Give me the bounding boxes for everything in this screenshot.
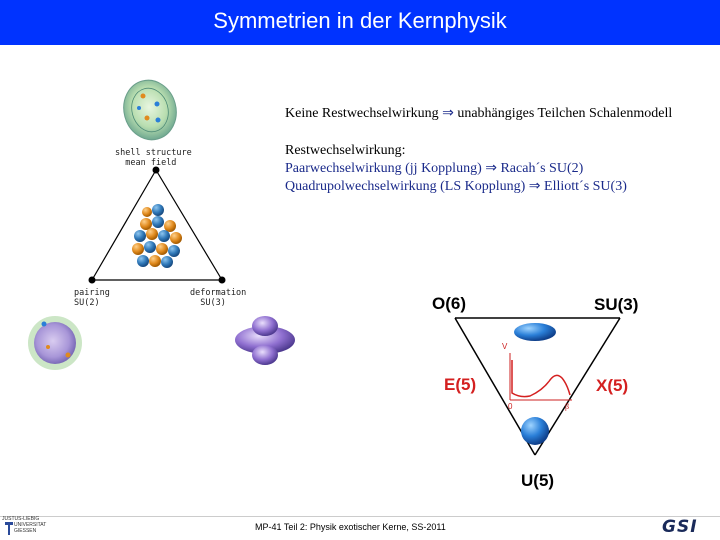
footer-divider	[0, 516, 720, 517]
pairing-label: pairing SU(2)	[74, 288, 110, 308]
potential-axis-beta-label: β	[565, 402, 570, 411]
line-no-residual-interaction: Keine Restwechselwirkung ⇒ unabhängiges …	[285, 106, 673, 121]
university-logo: JUSTUS-LIEBIG UNIVERSITAT GIESSEN	[2, 516, 47, 534]
su3-label: SU(3)	[594, 295, 639, 314]
arrow-icon: ⇒	[442, 106, 454, 121]
footer-text: MP-41 Teil 2: Physik exotischer Kerne, S…	[255, 522, 446, 532]
shell-structure-atom-image	[123, 79, 177, 141]
nucleus-image	[132, 204, 182, 268]
title-bar: Symmetrien in der Kernphysik	[0, 0, 720, 45]
line-residual-interaction: Restwechselwirkung:	[285, 143, 406, 158]
university-emblem-icon	[5, 522, 13, 535]
potential-axis-v-label: V	[502, 342, 508, 351]
potential-axis-zero-label: 0	[508, 402, 513, 411]
shell-structure-label: shell structure mean field	[115, 148, 192, 168]
deformation-label: deformation SU(3)	[190, 288, 247, 308]
arrow-icon: ⇒	[528, 179, 541, 194]
gsi-logo: GSI	[662, 517, 698, 537]
potential-curve-plot	[509, 353, 572, 401]
e5-label: E(5)	[444, 375, 477, 394]
pairing-atom-image	[28, 316, 82, 370]
ibm-triangle	[454, 317, 621, 456]
u5-label: U(5)	[521, 471, 555, 490]
slide-title: Symmetrien in der Kernphysik	[213, 8, 507, 33]
deformation-shape-image	[235, 316, 295, 365]
line-quadrupole: Quadrupolwechselwirkung (LS Kopplung) ⇒ …	[285, 179, 627, 194]
line-pairing: Paarwechselwirkung (jj Kopplung) ⇒ Racah…	[285, 161, 584, 176]
arrow-icon: ⇒	[485, 161, 497, 176]
o6-label: O(6)	[432, 294, 466, 313]
symmetry-triangle	[88, 166, 226, 284]
x5-label: X(5)	[596, 376, 629, 395]
